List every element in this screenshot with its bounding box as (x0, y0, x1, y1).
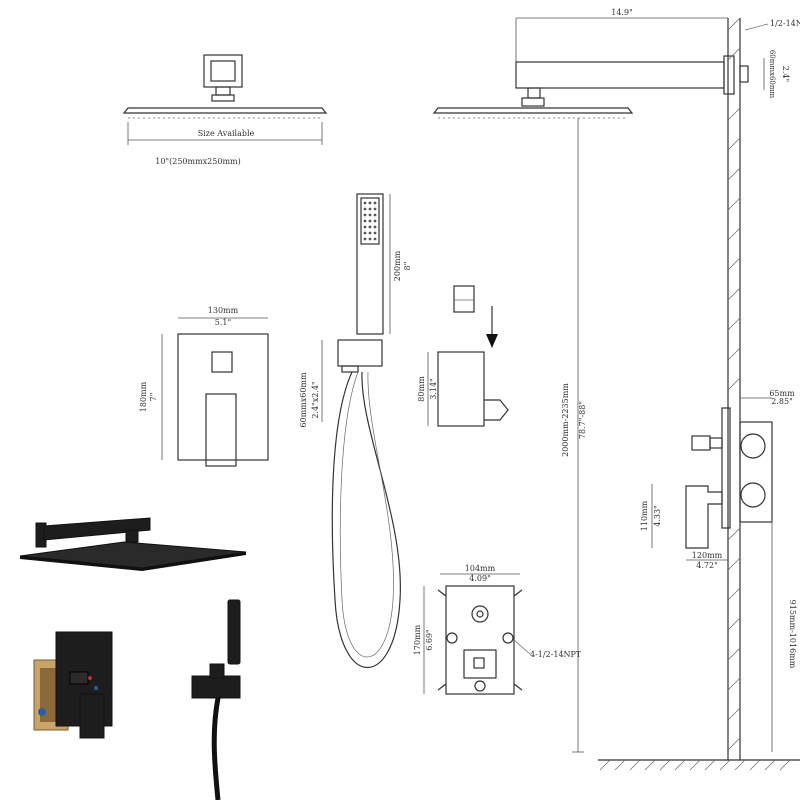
valve-box-diagram: 104mm 4.09" 170mm 6.69" 4-1/2-14NPT (413, 564, 582, 695)
box-height-mm-label: 170mm (413, 624, 422, 655)
wall-depth-in-label: 2.85" (771, 397, 793, 406)
flange-in-label: 2.4" (781, 66, 790, 82)
valve-depth-in-label: 4.72" (696, 561, 718, 570)
install-height-in-label: 78.7"-88" (578, 401, 587, 439)
wall-valve-side-view: 65mm 2.85" 110mm 4.33" 120mm 4.72" (640, 389, 795, 570)
box-height-in-label: 6.69" (425, 629, 434, 651)
hand-length-in-label: 8" (403, 262, 412, 271)
valve-height-mm-label: 110mm (640, 500, 649, 531)
valve-height-dimension: 915mm-1016mm (771, 520, 797, 752)
holder-height-in-label: 3.14" (429, 378, 438, 400)
installation-height-dimension: 2000mm-2235mm 78.7"-88" (561, 118, 587, 753)
trim-plate-diagram: 130mm 5.1" 180mm 7" (139, 306, 269, 467)
head-size-label: 10"(250mmx250mm) (155, 157, 241, 166)
holder-height-mm-label: 80mm (417, 376, 426, 402)
bracket-mm-label: 60mmx60mm (299, 372, 308, 428)
arm-thread-label: 1/2-14NPT (770, 19, 800, 28)
box-width-mm-label: 104mm (465, 564, 496, 573)
hand-length-mm-label: 200mm (393, 250, 402, 281)
plate-width-in-label: 5.1" (215, 318, 231, 327)
valve-trim-photo (33, 631, 113, 739)
bracket-in-label: 2.4"x2.4" (311, 381, 320, 418)
shower-arm-side-view: 14.9" 1/2-14NPT 60mmx60mm 2.4" (432, 8, 800, 119)
box-width-in-label: 4.09" (469, 574, 491, 583)
valve-height-in-label: 4.33" (653, 505, 662, 527)
plate-height-mm-label: 180mm (139, 381, 148, 412)
install-height-mm-label: 2000mm-2235mm (561, 383, 570, 457)
box-ports-label: 4-1/2-14NPT (530, 650, 582, 659)
valve-mount-height-label: 915mm-1016mm (788, 600, 797, 669)
holder-diagram: 80mm 3.14" (417, 285, 509, 427)
plate-height-in-label: 7" (149, 393, 158, 402)
floor (598, 759, 800, 771)
hand-shower-diagram: 200mm 8" 60mmx60mm 2.4"x2.4" (299, 193, 412, 669)
rain-head-photo (19, 517, 247, 571)
plate-width-mm-label: 130mm (208, 306, 239, 315)
shower-head-front-view: Size Available 10"(250mmx250mm) (122, 54, 328, 166)
size-caption: Size Available (198, 129, 255, 138)
flange-mm-label: 60mmx60mm (768, 50, 776, 99)
wall-depth-mm-label: 65mm (769, 389, 795, 398)
hand-shower-photo (191, 599, 241, 800)
arm-length-label: 14.9" (611, 8, 633, 17)
wall (727, 17, 741, 760)
valve-depth-mm-label: 120mm (692, 551, 723, 560)
